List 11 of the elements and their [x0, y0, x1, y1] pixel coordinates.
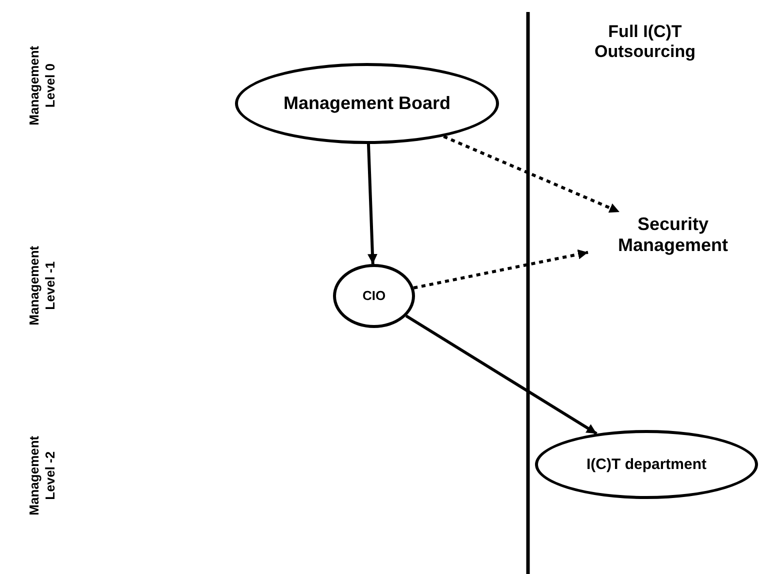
dotted-arrow: [443, 135, 620, 214]
arrow: [366, 144, 378, 264]
level-label: Management Level 0: [26, 44, 58, 128]
column-heading: Full I(C)T Outsourcing: [593, 22, 697, 63]
node-label: CIO: [362, 288, 386, 304]
node-label: I(C)T department: [586, 456, 706, 474]
node-label: Management Board: [283, 93, 451, 114]
level-label: Management Level -2: [26, 434, 58, 518]
dotted-arrow: [413, 249, 588, 290]
level-label: Management Level -1: [26, 244, 58, 328]
node-text: Security Management: [616, 214, 730, 256]
